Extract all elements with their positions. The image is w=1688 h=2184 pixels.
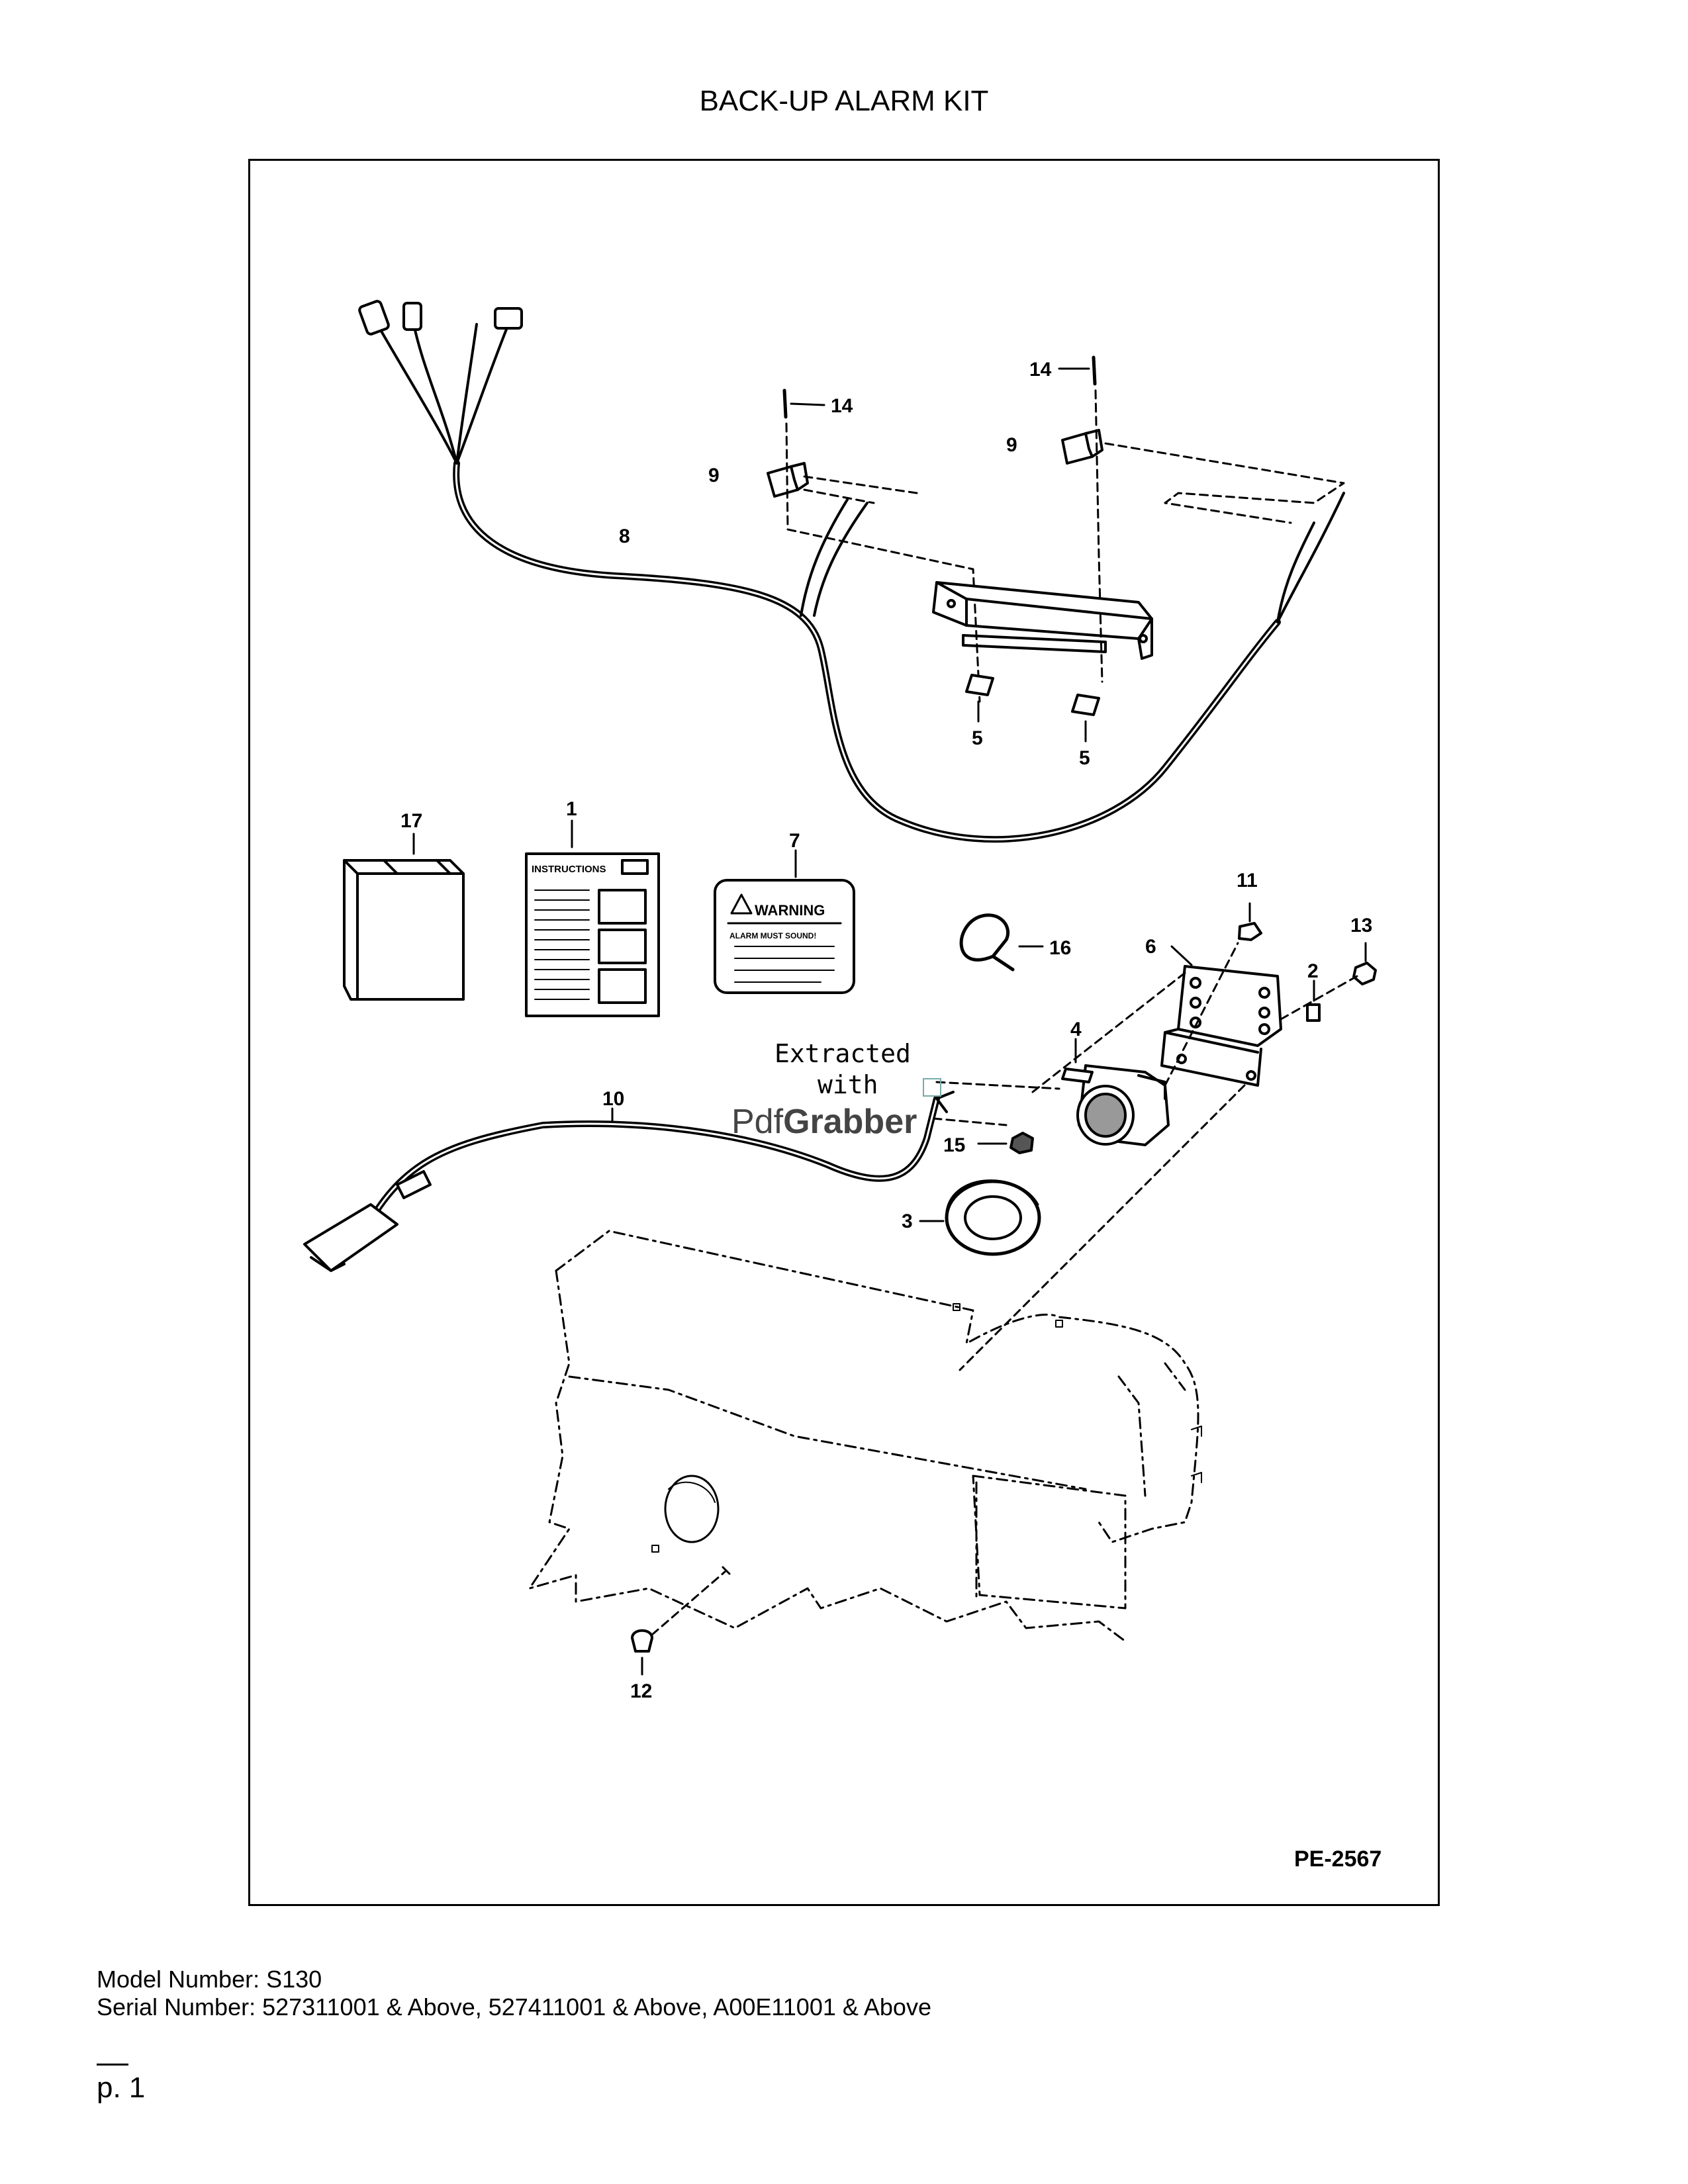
- page-title: BACK-UP ALARM KIT: [699, 85, 989, 117]
- panel-hole: [664, 1475, 720, 1543]
- callout-9-right: 9: [1006, 434, 1017, 456]
- watermark-line2: with: [818, 1070, 878, 1099]
- instructions-heading: INSTRUCTIONS: [532, 864, 606, 875]
- alarm-bracket: [1160, 965, 1282, 1087]
- watermark-line1: Extracted: [774, 1039, 911, 1068]
- box-17: [343, 859, 465, 1001]
- plug-12: [631, 1629, 653, 1653]
- callout-2: 2: [1307, 960, 1319, 982]
- nut-13: [1352, 962, 1377, 985]
- harness-clip-right: [1061, 429, 1103, 465]
- callout-3: 3: [902, 1210, 913, 1232]
- callout-15: 15: [943, 1134, 965, 1156]
- callout-6: 6: [1145, 936, 1156, 958]
- page-number-rule: [97, 2064, 128, 2066]
- callout-10: 10: [602, 1088, 624, 1110]
- callout-5-left: 5: [972, 727, 983, 749]
- callout-7: 7: [789, 830, 800, 852]
- mounting-bracket-upper: [932, 581, 1153, 660]
- callout-14-right: 14: [1029, 359, 1052, 381]
- callout-14-left: 14: [831, 395, 853, 417]
- warning-decal: [714, 879, 855, 994]
- callout-11: 11: [1237, 870, 1258, 891]
- diagram-frame: [248, 159, 1440, 1906]
- machine-panel: [528, 1230, 1199, 1643]
- callout-9-left: 9: [708, 465, 720, 486]
- grommet: [945, 1179, 1041, 1256]
- bolt-11: [1238, 922, 1262, 941]
- warning-heading: WARNING: [755, 902, 825, 919]
- serial-number: Serial Number: 527311001 & Above, 527411…: [97, 1993, 931, 2021]
- nut-2: [1306, 1003, 1321, 1022]
- callout-17: 17: [400, 810, 422, 832]
- watermark-icon: [923, 1078, 941, 1097]
- screw-right: [1092, 355, 1097, 386]
- screw-left: [782, 388, 788, 419]
- callout-4: 4: [1070, 1019, 1082, 1040]
- callout-16: 16: [1049, 937, 1071, 959]
- watermark: Extracted with PdfGrabber: [731, 1039, 941, 1141]
- cable-tie: [959, 913, 1015, 972]
- model-number: Model Number: S130: [97, 1966, 322, 1993]
- callout-12: 12: [630, 1680, 652, 1702]
- nut-15: [1009, 1132, 1034, 1154]
- warning-subtext: ALARM MUST SOUND!: [729, 931, 816, 940]
- callout-8: 8: [619, 525, 630, 547]
- alarm-unit: [1061, 1064, 1170, 1146]
- page-number: p. 1: [97, 2071, 146, 2104]
- callout-13: 13: [1350, 915, 1372, 936]
- watermark-brand: PdfGrabber: [731, 1103, 917, 1141]
- wiring-harness: [358, 300, 1345, 843]
- instructions-sheet: [525, 852, 660, 1017]
- callout-1: 1: [566, 798, 577, 820]
- clip-5-left: [965, 674, 994, 696]
- clip-5-right: [1071, 694, 1100, 716]
- alarm-harness: [303, 1091, 955, 1272]
- figure-reference: PE-2567: [1294, 1846, 1382, 1872]
- callout-5-right: 5: [1079, 747, 1090, 769]
